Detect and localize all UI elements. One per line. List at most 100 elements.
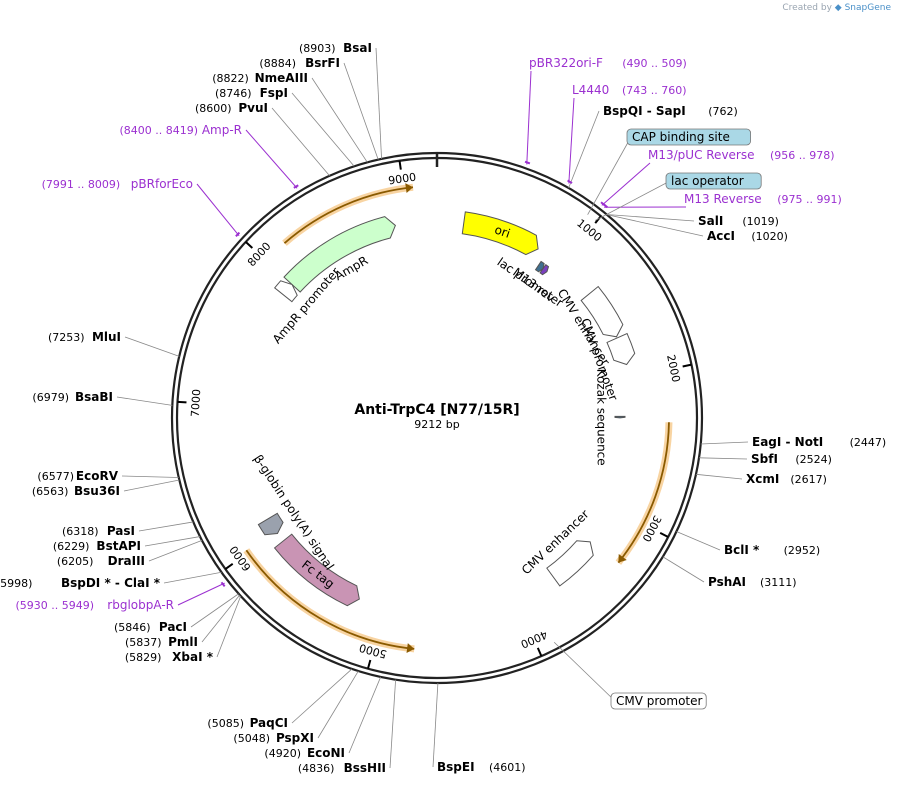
site-bsshii[interactable]: BssHII (4836) [298,761,386,775]
primer-amp-r[interactable]: Amp-R(8400 .. 8419) [119,123,242,137]
site-leader [291,668,353,724]
site-leader [116,396,173,406]
tick-mark [659,531,669,538]
site-pshai[interactable]: PshAI(3111) [708,575,797,589]
site-position: (7253) [48,331,85,344]
site-leader [138,521,194,532]
site-leader [606,214,695,222]
primer-pbrforeco[interactable]: pBRforEco(7991 .. 8009) [42,177,193,191]
site-position: (5998) [0,577,32,590]
feature-cmv-promoter [606,332,636,366]
feature-box-lac-operator[interactable]: lac operator [665,172,762,190]
site-bstapi[interactable]: BstAPI(6229) [53,539,141,553]
site-xbai[interactable]: XbaI *(5829) [125,650,214,664]
orf-arrowhead [405,183,413,194]
site-name: EcoRV [76,469,119,483]
site-position: (5085) [207,717,244,730]
site-leader [698,457,748,460]
feature-label-ori: ori [493,222,512,240]
site-position: (8884) [259,57,296,70]
primer-rbglobpa-r[interactable]: rbglobpA-R(5930 .. 5949) [15,598,174,612]
feature-box-cmv-promoter[interactable]: CMV promoter [610,692,707,710]
site-bsu36i[interactable]: Bsu36I(6563) [32,484,120,498]
site-bsabi[interactable]: BsaBI(6979) [32,390,113,404]
feature-label-m13-rev: M13 rev [510,265,557,305]
primer-pbr322ori-f[interactable]: pBR322ori-F(490 .. 509) [529,56,687,70]
tick-mark [398,160,402,170]
tick-mark [594,215,602,224]
feature-m13-rev [539,263,550,276]
tick-label: 7000 [189,389,204,418]
site-bsrfi[interactable]: BsrFI (8884) [259,56,340,70]
tick-label: 4000 [519,628,550,651]
site-name: PvuI [238,101,268,115]
orf-arc [617,422,670,564]
site-fspi[interactable]: FspI(8746) [215,86,288,100]
orf-arc [283,186,414,244]
site-position: (4836) [298,762,335,775]
site-ecorv[interactable]: EcoRV(6577) [37,469,118,483]
site-draiii[interactable]: DraIII(6205) [57,554,145,568]
site-name: BssHII [344,761,386,775]
credit: Created by ◆ SnapGene [782,3,891,13]
primer-mark [235,231,241,238]
box-label: lac operator [671,174,744,188]
site-position: (8903) [299,42,336,55]
site-position: (1019) [742,215,779,228]
primer-mark [220,581,226,588]
site-bspqi-sapi[interactable]: BspQI - SapI(762) [603,104,738,118]
site-bspei[interactable]: BspEI(4601) [437,760,526,774]
tick-mark [177,400,187,404]
site-leader [348,676,382,754]
tick-mark [536,647,543,657]
site-position: (8746) [215,87,252,100]
site-pvui[interactable]: PvuI(8600) [195,101,268,115]
site-eagi-noti[interactable]: EagI - NotI(2447) [752,435,886,449]
site-paqci[interactable]: PaqCI(5085) [207,716,288,730]
site-acci[interactable]: AccI (1020) [707,229,788,243]
site-bsai[interactable]: BsaI(8903) [299,41,372,55]
credit-prefix: Created by [782,3,832,13]
site-name: PspXI [276,731,314,745]
site-xcmi[interactable]: XcmI(2617) [746,472,827,486]
site-position: (6318) [62,525,99,538]
primer-m13-reverse[interactable]: M13 Reverse(975 .. 991) [684,192,842,206]
site-pasi[interactable]: PasI (6318) [62,524,135,538]
box-frame [610,692,707,710]
site-position: (6563) [32,485,69,498]
feature-box-cap-binding-site[interactable]: CAP binding site [626,128,751,146]
site-sali[interactable]: SalI (1019) [698,214,779,228]
site-leader [317,670,359,739]
primers: pBR322ori-F(490 .. 509) L4440(743 .. 760)… [15,56,841,612]
site-nmeaiii[interactable]: NmeAIII(8822) [212,71,308,85]
site-pmli[interactable]: PmlI(5837) [125,635,198,649]
site-position: (2617) [790,473,827,486]
primer-l4440[interactable]: L4440(743 .. 760) [572,83,687,97]
site-bcli[interactable]: BclI *(2952) [724,543,820,557]
site-name: AccI [707,229,735,243]
site-sbfi[interactable]: SbfI(2524) [751,452,832,466]
site-paci[interactable]: PacI(5846) [114,620,187,634]
site-position: (8822) [212,72,249,85]
site-leader [389,679,396,769]
site-bspdi-clai[interactable]: BspDI * - ClaI *(5998) [0,576,161,590]
site-pspxi[interactable]: PspXI(5048) [233,731,314,745]
primer-m13-puc-reverse[interactable]: M13/pUC Reverse(956 .. 978) [648,148,835,162]
site-name: BsrFI [305,56,340,70]
orf-halo [615,422,673,565]
site-name: PasI [107,524,135,538]
box-label: CMV promoter [616,694,703,708]
tick-mark [682,363,692,368]
site-econi[interactable]: EcoNI(4920) [264,746,345,760]
primer-position: (743 .. 760) [622,84,687,97]
site-mlui[interactable]: MluI(7253) [48,330,121,344]
primer-leader [568,97,575,184]
site-leader [291,92,355,167]
site-name: DraIII [108,554,145,568]
site-name: SalI [698,214,723,228]
site-position: (1020) [751,230,788,243]
primer-position: (956 .. 978) [770,149,835,162]
primer-position: (5930 .. 5949) [15,599,94,612]
plasmid-name: Anti-TrpC4 [N77/15R] [354,402,519,418]
